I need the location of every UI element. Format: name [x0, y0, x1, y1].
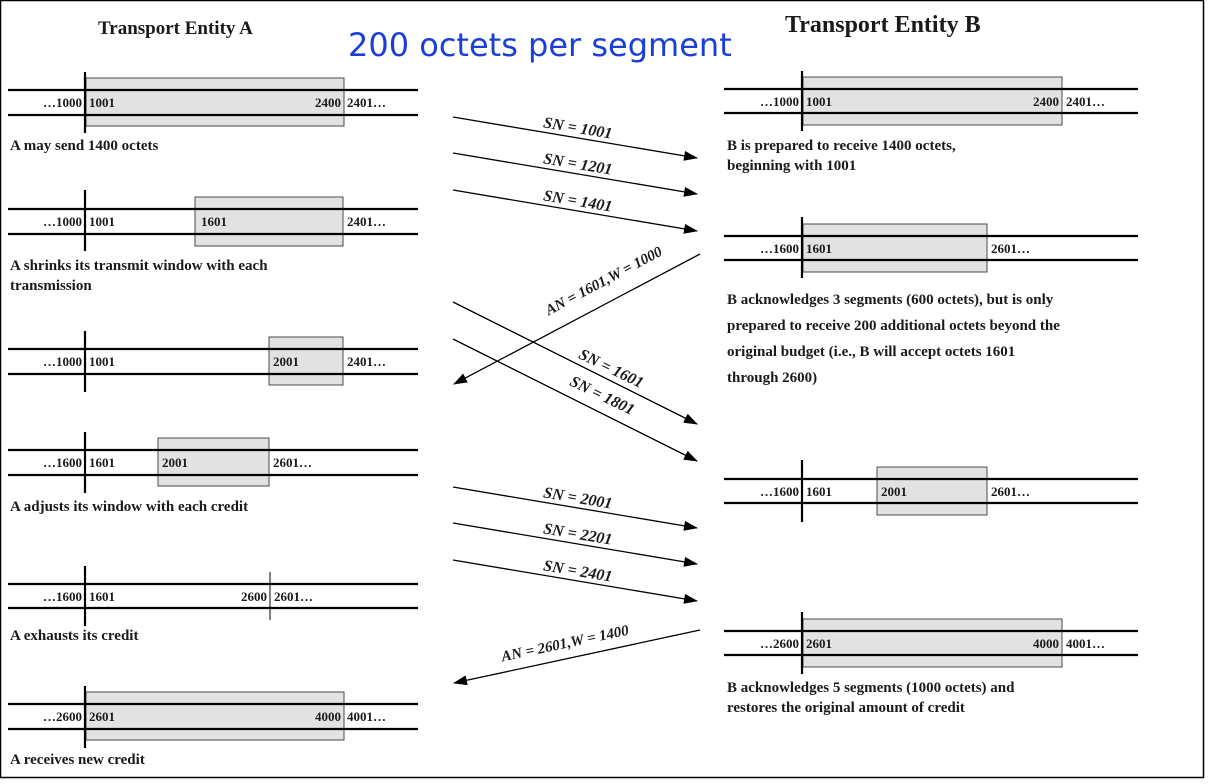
caption-line: B acknowledges 5 segments (1000 octets) … [727, 680, 1015, 696]
seq-label: 4001… [1066, 636, 1105, 651]
seq-label: 2401… [347, 214, 386, 229]
seq-label: …1600 [43, 455, 82, 470]
segment-size-note: 200 octets per segment [348, 26, 732, 64]
message-arrow [452, 152, 698, 197]
window-box [802, 76, 1063, 126]
entity-b-title: Transport Entity B [785, 12, 981, 38]
seq-label: 1001 [89, 95, 115, 110]
caption-line: A may send 1400 octets [10, 138, 158, 154]
message-sn-2201: SN = 2201 [452, 520, 698, 567]
caption-line: transmission [10, 278, 92, 294]
message-arrow [452, 189, 698, 234]
message-sn-1401: SN = 1401 [452, 187, 698, 234]
message-sn-1801: SN = 1801 [452, 338, 698, 462]
seq-label: 2001 [162, 455, 188, 470]
message-sn-2001: SN = 2001 [452, 484, 698, 531]
seq-label: 4000 [315, 709, 341, 724]
seq-label: 1601 [89, 455, 115, 470]
caption-line: A shrinks its transmit window with each [10, 258, 268, 274]
seq-label: 1601 [806, 484, 832, 499]
caption-line: beginning with 1001 [727, 158, 856, 174]
b-window-3: …1600 1601 2001 2601… [724, 460, 1138, 522]
caption-line: original budget (i.e., B will accept oct… [727, 344, 1015, 360]
seq-label: 2601 [89, 709, 115, 724]
seq-label: 2601… [991, 241, 1030, 256]
message-arrow [452, 522, 698, 567]
seq-label: 2401… [1066, 94, 1105, 109]
seq-label: 4001… [347, 709, 386, 724]
window-box [268, 336, 344, 386]
caption-line: through 2600) [727, 370, 817, 386]
seq-label: 2601… [991, 484, 1030, 499]
seq-label: …1000 [43, 95, 82, 110]
message-arrow [453, 253, 701, 385]
message-arrow [453, 629, 701, 686]
seq-label: 2001 [881, 484, 907, 499]
window-box [157, 437, 270, 487]
caption-line: prepared to receive 200 additional octet… [727, 318, 1060, 334]
seq-label: 2600 [241, 589, 267, 604]
message-an-1601: AN = 1601,W = 1000 [453, 244, 701, 385]
a-window-5: …1600 1601 2600 2601… A exhausts its cre… [8, 566, 418, 644]
window-box [85, 77, 345, 127]
seq-label: 1601 [201, 214, 227, 229]
caption-line: A exhausts its credit [10, 628, 138, 644]
seq-label: …2600 [760, 636, 799, 651]
message-sn-1001: SN = 1001 [452, 114, 698, 161]
message-arrow [452, 486, 698, 531]
seq-label: …1600 [43, 589, 82, 604]
message-an-2601: AN = 2601,W = 1400 [453, 623, 701, 686]
a-window-2: …1000 1001 1601 2401… A shrinks its tran… [8, 190, 418, 294]
seq-label: 1601 [806, 241, 832, 256]
message-arrow [452, 301, 698, 425]
seq-label: 2601… [273, 455, 312, 470]
a-window-6: …2600 2601 4000 4001… A receives new cre… [8, 686, 418, 768]
window-box [85, 691, 345, 741]
seq-label: …1600 [760, 241, 799, 256]
message-arrow [452, 338, 698, 462]
message-sn-2401: SN = 2401 [452, 557, 698, 604]
b-window-2: …1600 1601 2601… B acknowledges 3 segmen… [724, 217, 1138, 386]
seq-label: …1000 [43, 354, 82, 369]
seq-label: …1000 [43, 214, 82, 229]
seq-label: 2601 [806, 636, 832, 651]
seq-label: 1001 [89, 354, 115, 369]
seq-label: 1601 [89, 589, 115, 604]
seq-label: 2601… [274, 589, 313, 604]
seq-label: 4000 [1033, 636, 1059, 651]
seq-label: …2600 [43, 709, 82, 724]
seq-label: 2001 [273, 354, 299, 369]
seq-label: …1600 [760, 484, 799, 499]
seq-label: 1001 [806, 94, 832, 109]
window-box [802, 618, 1063, 668]
a-window-4: …1600 1601 2001 2601… A adjusts its wind… [8, 432, 418, 515]
caption-line: A receives new credit [10, 752, 145, 768]
entity-a-title: Transport Entity A [98, 18, 253, 39]
window-box [194, 196, 344, 247]
message-arrow [452, 116, 698, 161]
seq-label: 1001 [89, 214, 115, 229]
seq-label: 2400 [1033, 94, 1059, 109]
a-window-1: …1000 1001 2400 2401… A may send 1400 oc… [8, 72, 418, 154]
caption-line: B acknowledges 3 segments (600 octets), … [727, 292, 1054, 308]
window-box [802, 223, 988, 273]
seq-label: 2400 [315, 95, 341, 110]
caption-line: B is prepared to receive 1400 octets, [727, 138, 956, 154]
seq-label: 2401… [347, 354, 386, 369]
seq-label: …1000 [760, 94, 799, 109]
caption-line: A adjusts its window with each credit [10, 499, 248, 515]
caption-line: restores the original amount of credit [727, 700, 965, 716]
b-window-4: …2600 2601 4000 4001… B acknowledges 5 s… [724, 612, 1138, 716]
message-arrow [452, 559, 698, 604]
window-box [876, 466, 988, 516]
a-window-3: …1000 1001 2001 2401… [8, 331, 418, 392]
message-sn-1201: SN = 1201 [452, 150, 698, 197]
seq-label: 2401… [347, 95, 386, 110]
b-window-1: …1000 1001 2400 2401… B is prepared to r… [724, 71, 1138, 174]
